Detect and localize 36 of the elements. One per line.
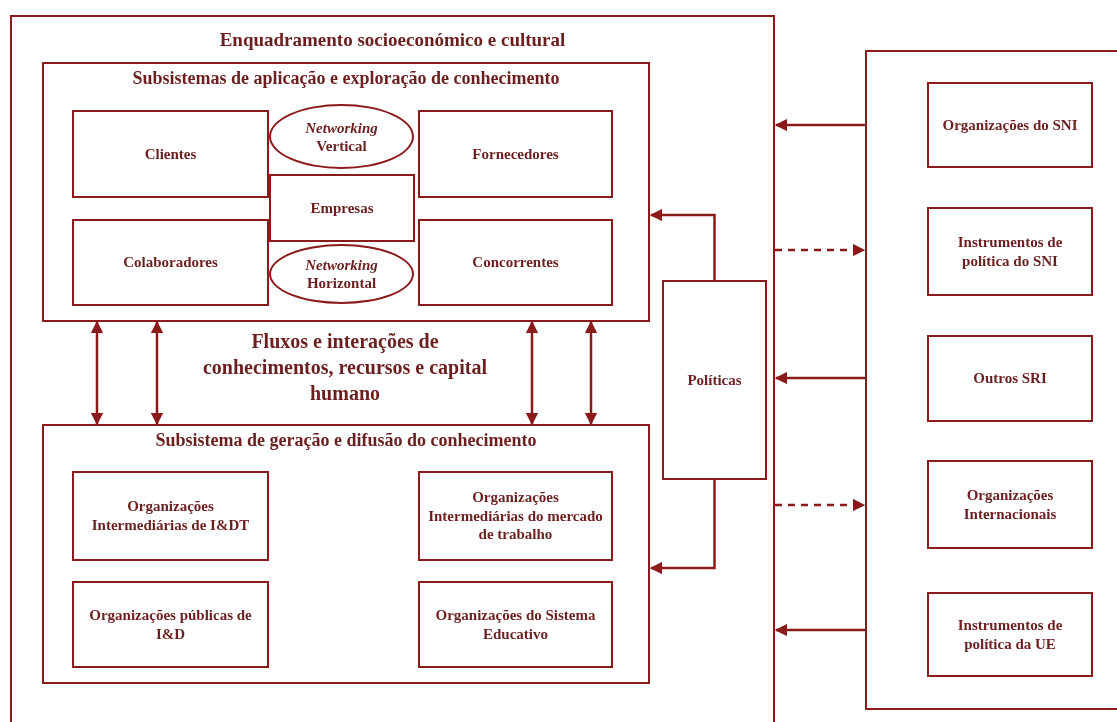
actor-box: Outros SRI <box>927 335 1093 422</box>
policy-box: Políticas <box>662 280 767 480</box>
system-frame <box>865 50 1117 710</box>
actor-box: Empresas <box>269 174 415 242</box>
arrow <box>775 243 866 257</box>
actor-box: Concorrentes <box>418 219 613 306</box>
arrow <box>150 320 164 426</box>
arrow <box>584 320 598 426</box>
arrow <box>774 371 865 385</box>
subsystem-panel <box>42 424 650 684</box>
arrow <box>525 320 539 426</box>
arrow <box>775 498 866 512</box>
actor-box: Colaboradores <box>72 219 269 306</box>
actor-box: Organizações do SNI <box>927 82 1093 168</box>
group-title: Subsistemas de aplicação e exploração de conhecimento <box>131 68 561 89</box>
actor-box: Instrumentos de política da UE <box>927 592 1093 677</box>
actor-box: Organizações públicas de I&D <box>72 581 269 668</box>
arrow <box>774 623 865 637</box>
arrow <box>774 118 865 132</box>
actor-box: Organizações Intermediárias do mercado de trabalho <box>418 471 613 561</box>
arrow <box>90 320 104 426</box>
actor-box: Organizações Internacionais <box>927 460 1093 549</box>
context-frame <box>10 15 775 722</box>
networking-ellipse: Networking Horizontal <box>269 244 414 304</box>
actor-box: Clientes <box>72 110 269 198</box>
subsystem-panel <box>42 62 650 322</box>
group-title: Subsistema de geração e difusão do conhecimento <box>154 430 538 451</box>
actor-box: Fornecedores <box>418 110 613 198</box>
actor-box: Organizações do Sistema Educativo <box>418 581 613 668</box>
actor-box: Instrumentos de política do SNI <box>927 207 1093 296</box>
flow-caption: Fluxos e interações de conhecimentos, recursos e capital humano <box>202 329 488 406</box>
arrow <box>649 208 716 280</box>
networking-ellipse: Networking Vertical <box>269 104 414 169</box>
group-title: Enquadramento socioeconómico e cultural <box>218 29 567 51</box>
actor-box: Organizações Intermediárias de I&DT <box>72 471 269 561</box>
arrow <box>649 480 716 575</box>
